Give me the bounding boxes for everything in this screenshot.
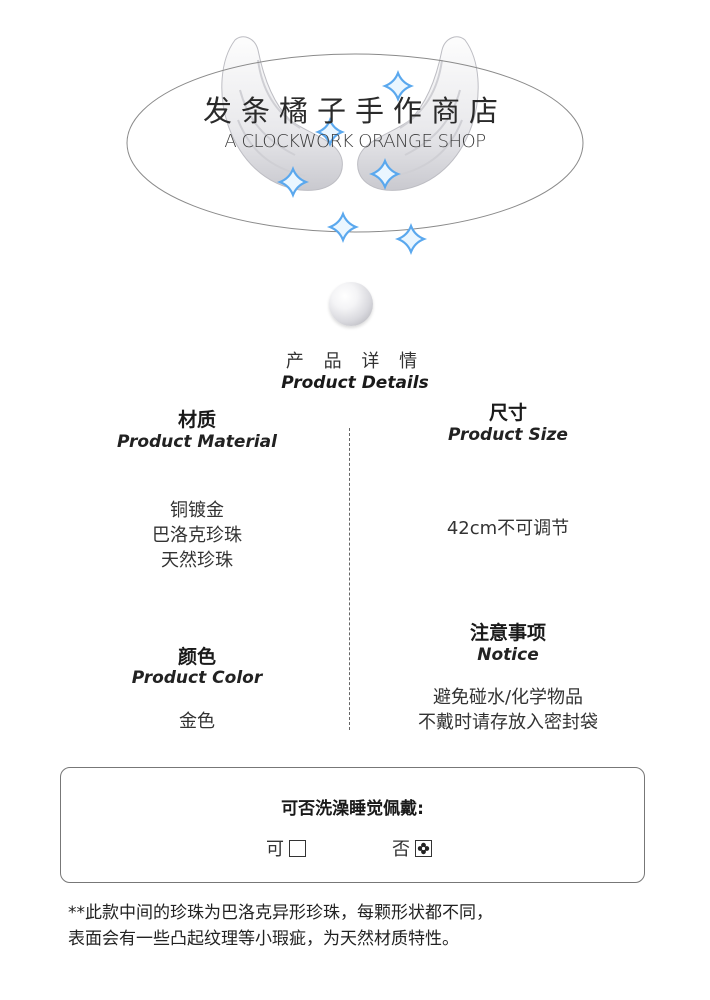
material-value: 铜镀金 (170, 500, 224, 521)
notice-value: 不戴时请存放入密封袋 (418, 712, 598, 733)
sparkle-star-group (276, 69, 428, 256)
size-title-en: Product Size (448, 425, 568, 445)
checkbox-icon (289, 840, 306, 857)
wear-info-box (60, 767, 645, 883)
option-yes-label: 可 (266, 839, 284, 860)
flower-check-icon (415, 840, 432, 857)
size-title-cn: 尺寸 (488, 402, 527, 424)
column-divider (349, 428, 350, 730)
material-value: 巴洛克珍珠 (152, 525, 242, 546)
sparkle-star-icon (276, 165, 310, 199)
section-title-cn: 产 品 详 情 (285, 351, 425, 372)
header-graphic (126, 36, 584, 256)
sparkle-star-icon (326, 210, 360, 244)
section-title-en: Product Details (281, 373, 429, 393)
notice-title-cn: 注意事项 (469, 622, 546, 644)
brand-name-cn: 发条橘子手作商店 (202, 94, 507, 128)
footnote: **此款中间的珍珠为巴洛克异形珍珠，每颗形状都不同， 表面会有一些凸起纹理等小瑕… (68, 900, 668, 952)
brand-name-en: A CLOCKWORK ORANGE SHOP (224, 131, 486, 152)
sparkle-star-icon (368, 157, 402, 191)
wear-question: 可否洗澡睡觉佩戴: (281, 799, 424, 819)
footnote-line: **此款中间的珍珠为巴洛克异形珍珠，每颗形状都不同， (68, 903, 493, 923)
material-value: 天然珍珠 (161, 550, 233, 571)
pearl-icon (329, 282, 373, 326)
notice-title-en: Notice (477, 645, 539, 665)
option-yes: 可 (266, 835, 306, 861)
color-title-en: Product Color (131, 668, 263, 688)
color-value: 金色 (179, 711, 215, 732)
material-title-en: Product Material (117, 432, 277, 452)
footnote-line: 表面会有一些凸起纹理等小瑕疵，为天然材质特性。 (68, 929, 459, 949)
frame-ellipse (126, 53, 584, 233)
sparkle-star-icon (314, 116, 346, 148)
option-no-label: 否 (392, 839, 410, 860)
sparkle-star-icon (394, 222, 428, 256)
sparkle-star-icon (381, 69, 415, 103)
color-title-cn: 颜色 (177, 646, 216, 668)
option-no: 否 (392, 835, 432, 861)
notice-values: 避免碰水/化学物品 不戴时请存放入密封袋 (372, 685, 644, 735)
material-title-cn: 材质 (177, 409, 216, 431)
right-wing (357, 36, 479, 191)
material-values: 铜镀金 巴洛克珍珠 天然珍珠 (62, 498, 332, 573)
notice-value: 避免碰水/化学物品 (432, 687, 584, 708)
size-value: 42cm不可调节 (446, 518, 570, 539)
